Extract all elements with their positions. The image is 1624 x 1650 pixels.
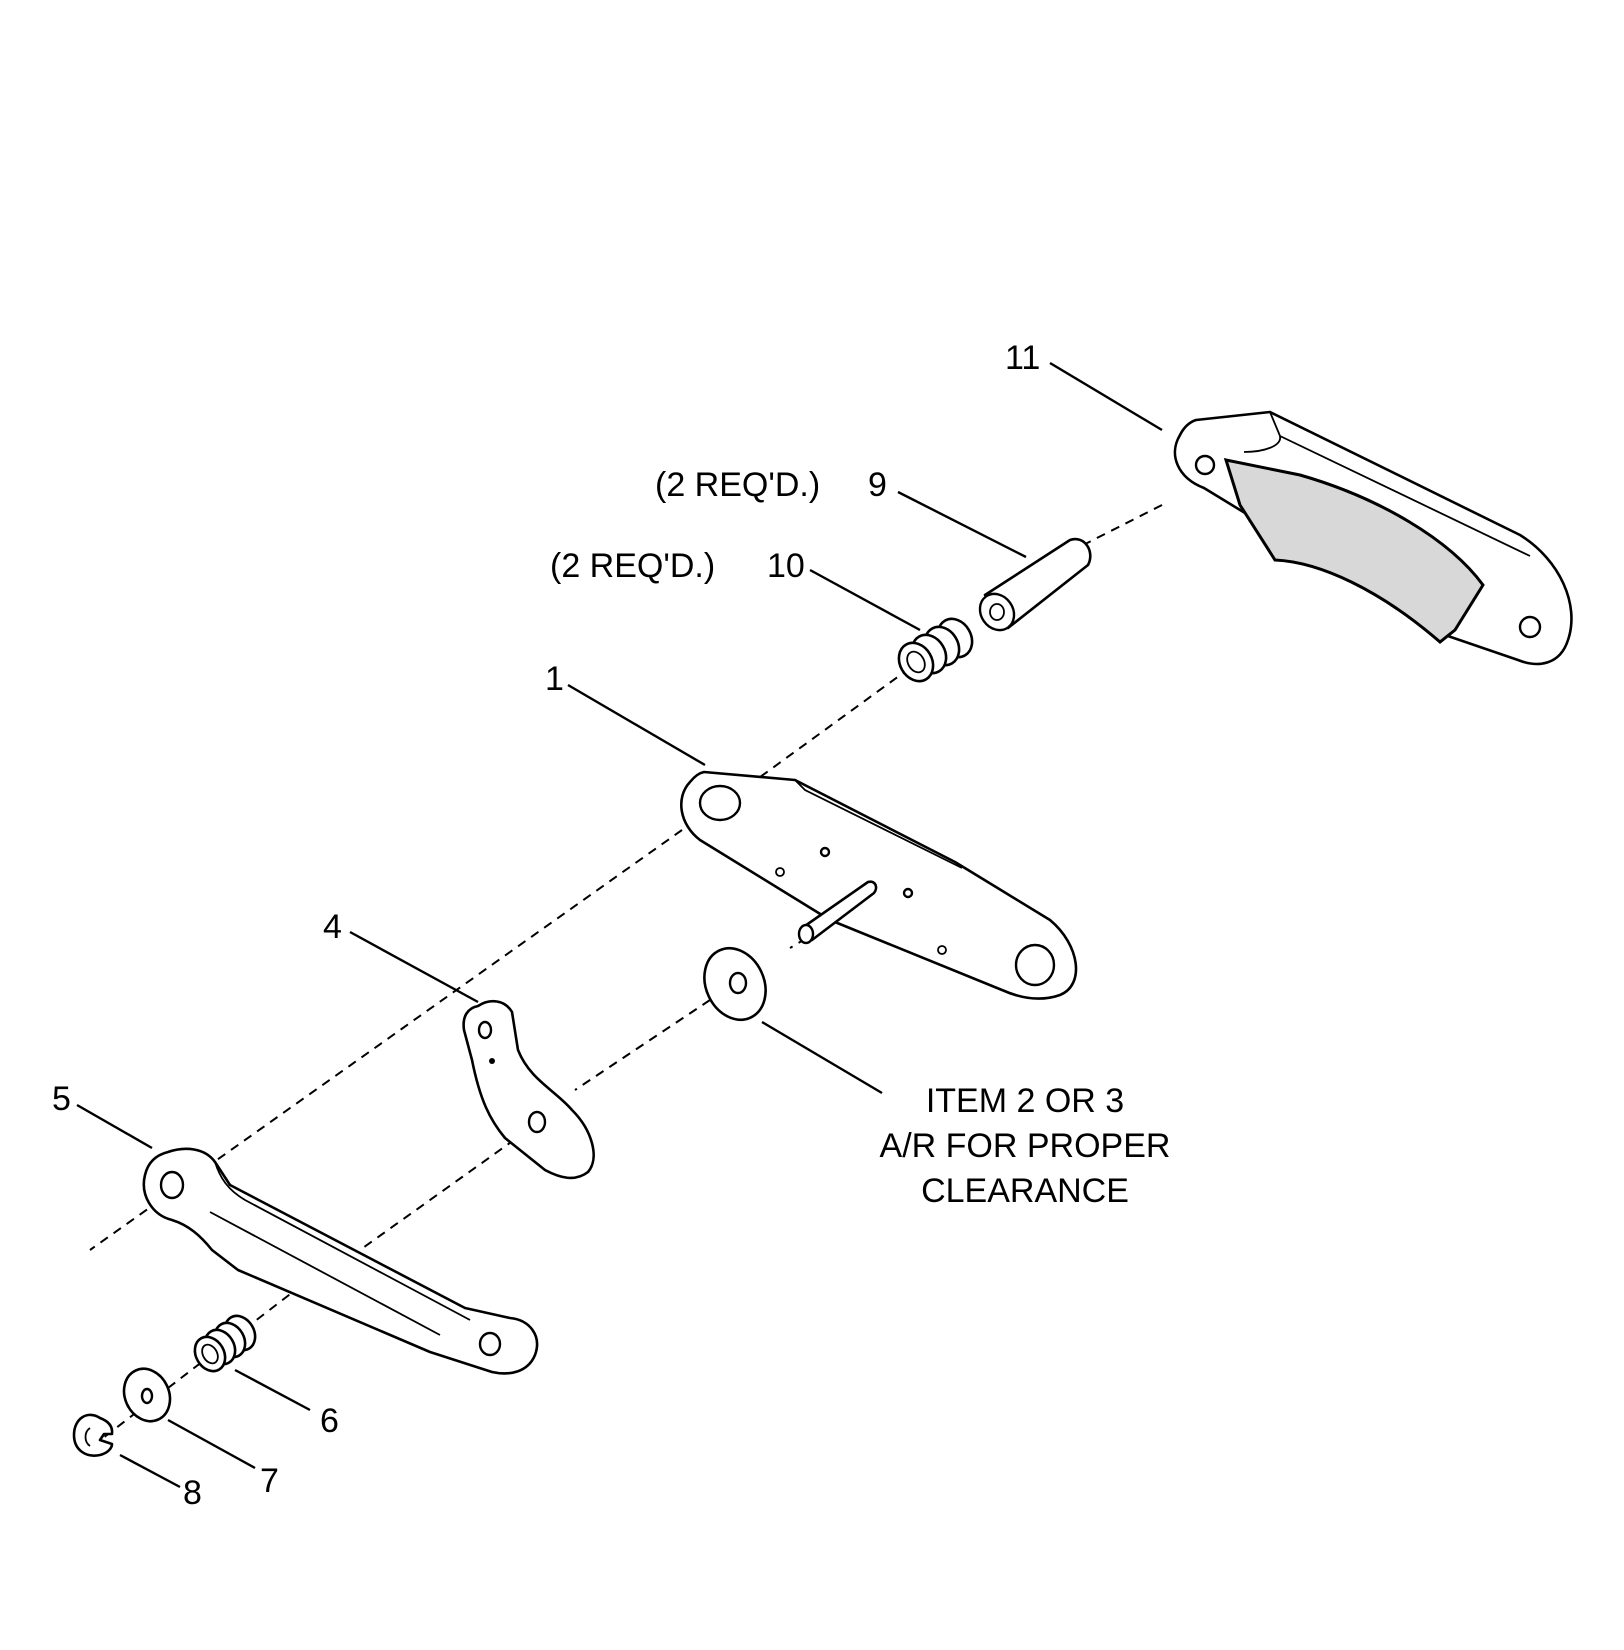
callout-1: 1 <box>545 660 564 698</box>
leader-11 <box>1049 361 1163 432</box>
leader-5 <box>76 1103 153 1150</box>
note-item-2-3-line2: A/R FOR PROPER <box>880 1127 1171 1165</box>
hole <box>1518 615 1542 639</box>
part-1-plate <box>680 770 1078 1000</box>
qty-note-9: (2 REQ'D.) <box>655 466 820 504</box>
part-10-spring <box>897 617 974 683</box>
part-6-spring <box>193 1314 257 1373</box>
alignment-line-lower-low <box>359 1129 529 1251</box>
callout-8: 8 <box>183 1474 202 1512</box>
leader-9 <box>897 490 1027 559</box>
hole <box>1194 454 1216 476</box>
callout-9: 9 <box>868 466 887 504</box>
part-8-e-clip <box>72 1413 114 1457</box>
note-item-2-3-line3: CLEARANCE <box>921 1172 1129 1210</box>
leader-7 <box>167 1418 256 1470</box>
leader-1 <box>567 683 706 767</box>
alignment-line-bottom <box>89 1284 303 1449</box>
callout-10: 10 <box>767 547 805 585</box>
leader-6 <box>234 1368 311 1412</box>
leader-8 <box>119 1453 181 1489</box>
alignment-line-upper-mid <box>755 667 911 781</box>
part-2-3-washer <box>703 946 767 1022</box>
alignment-line-lower-mid <box>574 999 711 1091</box>
note-item-2-3-line1: ITEM 2 OR 3 <box>926 1082 1124 1120</box>
part-5-link <box>142 1147 539 1375</box>
leader-item-2-3 <box>761 1020 883 1095</box>
part-4-lever <box>462 999 595 1180</box>
part-11-brake-pad <box>1173 410 1573 666</box>
alignment-line-upper-low <box>89 829 683 1251</box>
leader-4 <box>349 930 479 1004</box>
callout-6: 6 <box>320 1402 339 1440</box>
callout-5: 5 <box>52 1080 71 1118</box>
qty-note-10: (2 REQ'D.) <box>550 547 715 585</box>
callout-11: 11 <box>1005 339 1040 377</box>
callout-7: 7 <box>260 1462 279 1500</box>
leader-10 <box>809 568 921 632</box>
callout-4: 4 <box>323 908 342 946</box>
part-9-pin <box>978 537 1092 632</box>
alignment-line-upper <box>1029 504 1163 573</box>
part-7-washer <box>122 1367 172 1423</box>
